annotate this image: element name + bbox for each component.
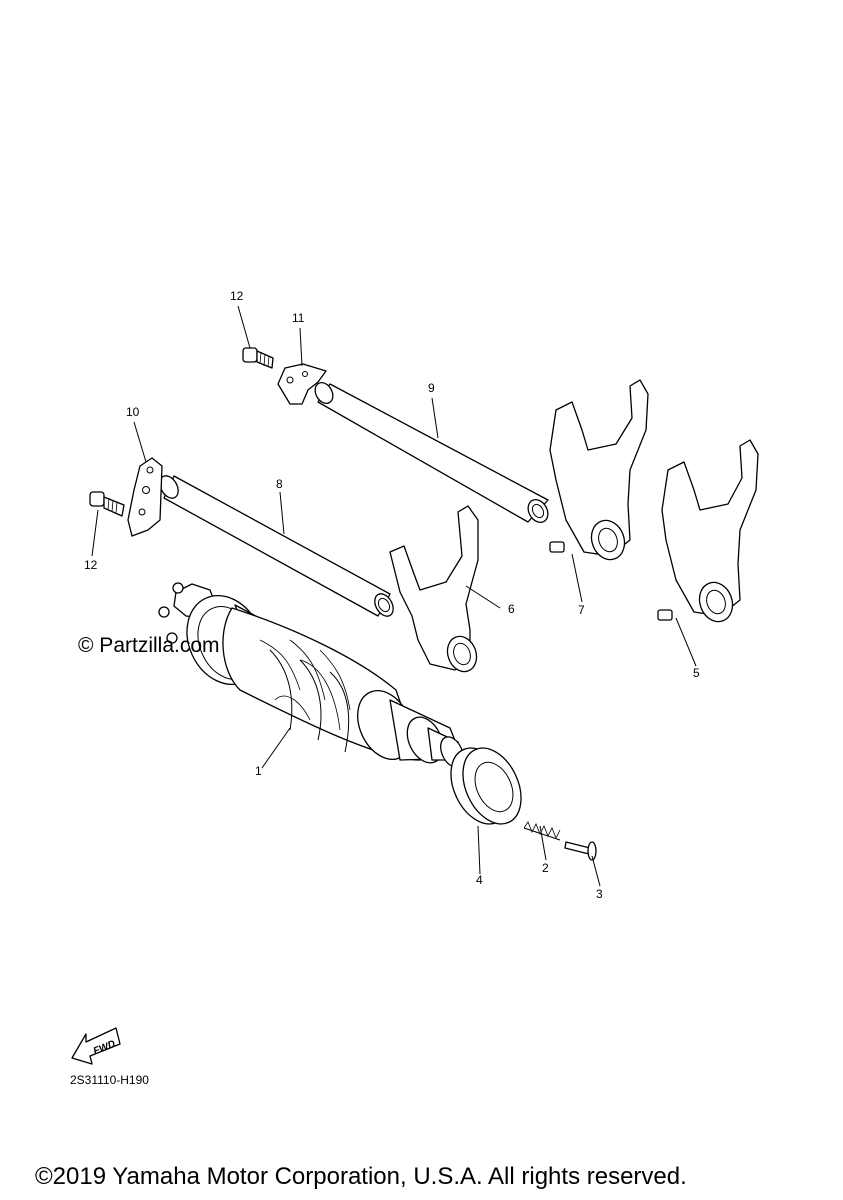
leader-lines <box>91 305 697 887</box>
callout-12-upper: 12 <box>230 289 244 303</box>
copyright-notice: ©2019 Yamaha Motor Corporation, U.S.A. A… <box>35 1163 687 1190</box>
part-2-spring[interactable] <box>523 821 561 841</box>
part-7-shift-fork[interactable] <box>549 379 649 564</box>
callout-6: 6 <box>508 602 515 616</box>
callout-11: 11 <box>292 311 305 325</box>
part-6-shift-fork[interactable] <box>389 505 481 676</box>
callout-3: 3 <box>596 887 603 901</box>
callout-4: 4 <box>476 873 483 887</box>
part-8-shift-fork-shaft-lower[interactable] <box>156 473 397 620</box>
watermark: © Partzilla.com <box>78 634 220 657</box>
part-11-stopper-plate[interactable] <box>277 363 327 405</box>
part-4-bearing[interactable] <box>440 739 533 833</box>
callout-1: 1 <box>255 764 262 778</box>
fwd-arrow-icon: FWD <box>71 1027 121 1065</box>
callout-8: 8 <box>276 477 283 491</box>
part-1-shift-drum[interactable] <box>158 582 468 771</box>
part-9-shift-fork-shaft-upper[interactable] <box>312 379 552 525</box>
part-12-bolt-upper[interactable] <box>242 347 274 369</box>
part-10-stopper-plate[interactable] <box>127 457 163 537</box>
callout-12-lower: 12 <box>84 558 98 572</box>
part-3-pin[interactable] <box>564 841 597 861</box>
callout-10: 10 <box>126 405 140 419</box>
part-12-bolt-lower[interactable] <box>89 491 125 517</box>
callout-5: 5 <box>693 666 700 680</box>
callout-9: 9 <box>428 381 435 395</box>
callout-7: 7 <box>578 603 585 617</box>
part-5-shift-fork[interactable] <box>657 439 759 626</box>
diagram-code: 2S31110-H190 <box>70 1073 149 1087</box>
callout-2: 2 <box>542 861 549 875</box>
